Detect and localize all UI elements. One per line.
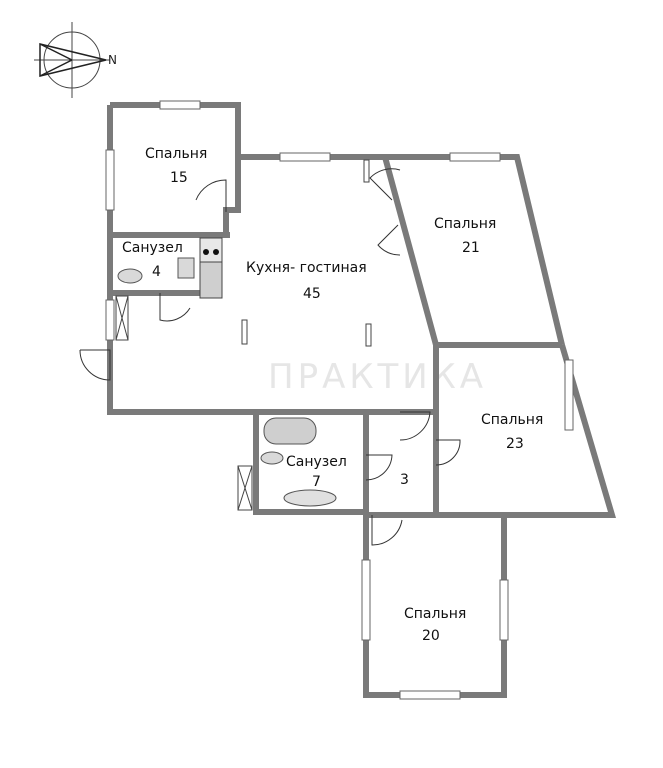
room-bedroom-20: Спальня 20 (404, 606, 466, 644)
room-area: 20 (422, 628, 440, 644)
room-name: Спальня (434, 216, 496, 232)
room-name: Санузел (286, 454, 347, 470)
windows (105, 100, 574, 700)
watermark-text: ПРАКТИКА (268, 357, 487, 397)
room-area: 45 (303, 286, 321, 302)
room-bathroom-7: Санузел 7 (286, 454, 347, 490)
room-kitchen-living-45: Кухня- гостиная 45 (246, 260, 367, 302)
room-name: Спальня (404, 606, 466, 622)
room-name: Спальня (481, 412, 543, 428)
fixtures (115, 159, 372, 511)
doors (79, 168, 461, 546)
compass-north-letter: N (108, 53, 117, 67)
room-area: 21 (462, 240, 480, 256)
walls (107, 102, 617, 698)
room-name: Кухня- гостиная (246, 260, 367, 276)
room-bedroom-23: Спальня 23 (481, 412, 543, 452)
room-name: Санузел (122, 240, 183, 256)
compass-rose-icon: N (34, 22, 117, 98)
room-area: 4 (152, 264, 161, 280)
room-area: 15 (170, 170, 188, 186)
room-bedroom-15: Спальня 15 (145, 146, 207, 186)
room-storage-3: 3 (400, 472, 409, 488)
room-bathroom-4: Санузел 4 (122, 240, 183, 280)
room-name: Спальня (145, 146, 207, 162)
room-area: 7 (312, 474, 321, 490)
room-area: 23 (506, 436, 524, 452)
room-bedroom-21: Спальня 21 (434, 216, 496, 256)
room-area: 3 (400, 472, 409, 488)
